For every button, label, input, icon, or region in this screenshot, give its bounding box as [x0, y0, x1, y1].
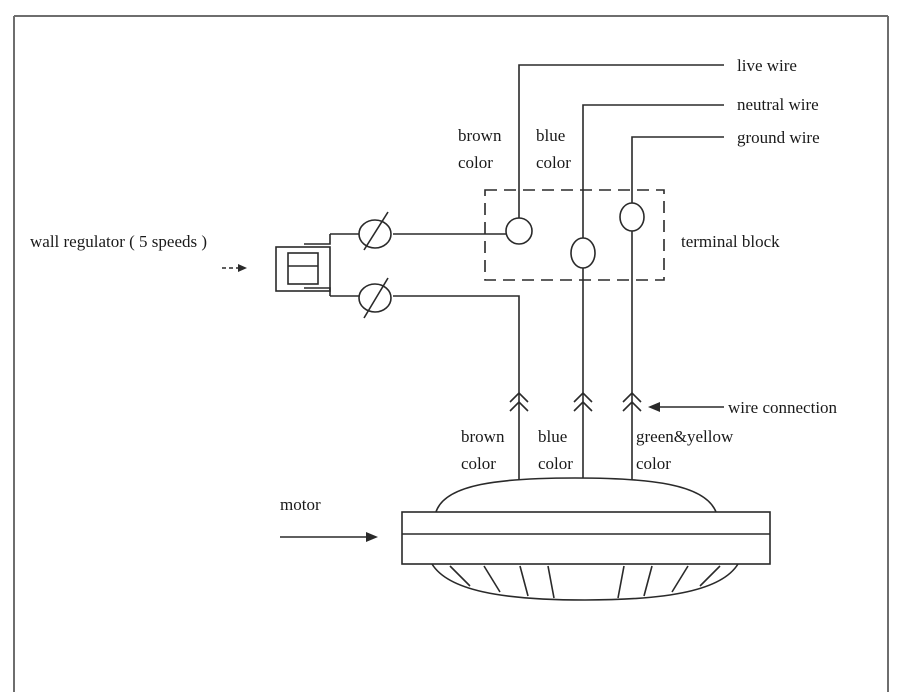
- neutral-wire-label: neutral wire: [737, 95, 819, 114]
- bottom-blue-label-line1: blue: [538, 427, 567, 446]
- live-wire-label: live wire: [737, 56, 797, 75]
- terminal-block-label: terminal block: [681, 232, 780, 251]
- switch-symbol-bottom: [358, 277, 392, 319]
- wall-regulator-symbol: [275, 233, 359, 297]
- bottom-brown-label-line1: brown: [461, 427, 505, 446]
- motor-label: motor: [280, 495, 321, 514]
- connector-brown: [509, 391, 529, 412]
- connector-ground: [622, 391, 642, 412]
- frame: [13, 15, 889, 692]
- top-brown-label-line1: brown: [458, 126, 502, 145]
- bottom-blue-label-line2: color: [538, 454, 573, 473]
- top-brown-label-line2: color: [458, 153, 493, 172]
- terminal-neutral: [570, 237, 596, 269]
- bottom-green-yellow-label-line1: green&yellow: [636, 427, 734, 446]
- wall-regulator-label: wall regulator ( 5 speeds ): [30, 232, 207, 251]
- bottom-brown-label-line2: color: [461, 454, 496, 473]
- ground-wire-label: ground wire: [737, 128, 820, 147]
- terminal-live: [505, 217, 533, 245]
- top-blue-label-line2: color: [536, 153, 571, 172]
- wire-connection-arrowhead: [648, 402, 660, 412]
- motor-arrowhead: [366, 532, 378, 542]
- connector-blue: [573, 391, 593, 412]
- regulator-arrowhead: [238, 264, 247, 272]
- neutral-wire-line: [582, 104, 724, 240]
- switch-symbol-top: [358, 211, 392, 251]
- wire-connection-label: wire connection: [728, 398, 838, 417]
- bottom-green-yellow-label-line2: color: [636, 454, 671, 473]
- top-blue-label-line1: blue: [536, 126, 565, 145]
- terminal-ground: [619, 202, 645, 232]
- motor-symbol: [401, 477, 771, 601]
- live-wire-line: [518, 64, 724, 218]
- regulator-to-motor-wire: [393, 295, 520, 482]
- ground-wire-line: [631, 136, 724, 204]
